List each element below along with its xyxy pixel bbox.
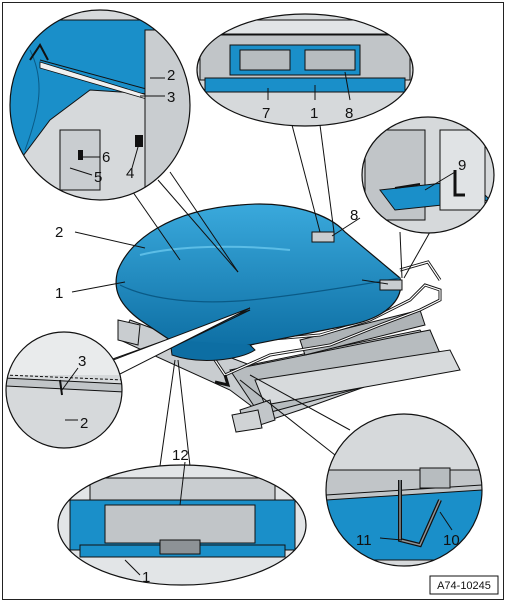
leader-lines	[109, 124, 431, 467]
figure-reference-box: A74-10245	[429, 575, 499, 595]
callout-8-main: 8	[350, 207, 358, 224]
callout-11: 11	[356, 532, 372, 549]
callout-3-left: 3	[78, 353, 86, 370]
callout-1-bottom: 1	[142, 569, 150, 586]
main-label-leaders	[71, 217, 389, 293]
clip-rear-right	[379, 279, 403, 291]
callout-10: 10	[443, 532, 460, 549]
callout-9: 9	[458, 157, 466, 174]
callout-2-main: 2	[55, 224, 63, 241]
callout-1-main: 1	[55, 285, 63, 302]
detail-circle-bottom	[57, 461, 307, 586]
callout-labels: 2 3 6 5 4 7 1 8 9 8 2 1 3 2 12 1 11 10	[55, 67, 466, 586]
detail-circle-top-left	[9, 9, 191, 201]
detail-circle-right	[361, 116, 495, 234]
main-seat-assembly	[115, 203, 461, 433]
detail-circle-left	[5, 331, 123, 449]
callout-7: 7	[262, 105, 270, 122]
callout-2-top-left: 2	[167, 67, 175, 84]
callout-2-left: 2	[80, 415, 88, 432]
figure-reference: A74-10245	[437, 580, 491, 592]
callout-5: 5	[94, 169, 102, 186]
detail-circle-bottom-right	[325, 413, 483, 567]
callout-1-top-middle: 1	[310, 105, 318, 122]
detail-circle-top-middle	[196, 13, 414, 127]
callout-4: 4	[126, 165, 134, 182]
callout-6: 6	[102, 149, 110, 166]
clip-rear-left	[311, 231, 335, 243]
callout-3-top-left: 3	[167, 89, 175, 106]
callout-8-top-middle: 8	[345, 105, 353, 122]
callout-12: 12	[172, 447, 189, 464]
